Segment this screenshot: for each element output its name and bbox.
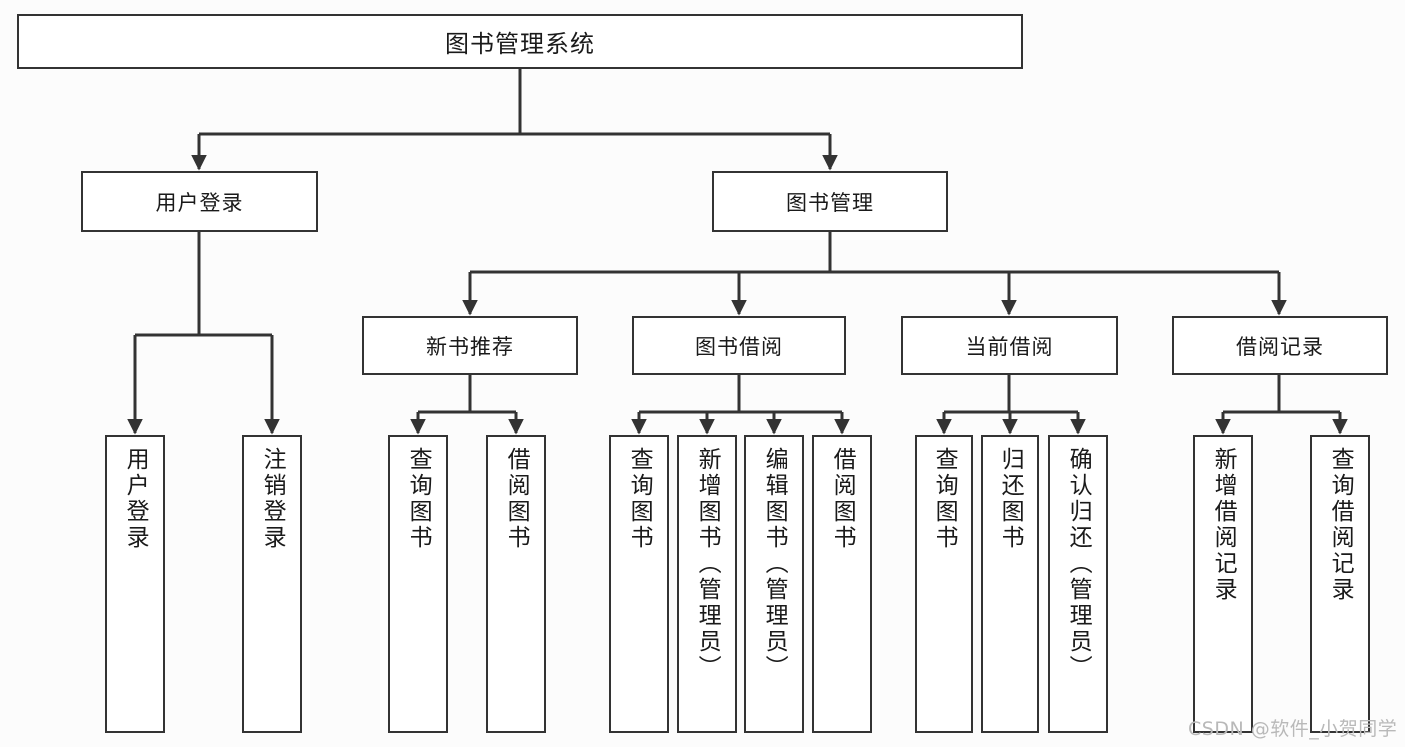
node-label: 用户登录: [155, 190, 244, 215]
node-leaf-3[interactable]: 借阅图书: [486, 435, 546, 733]
node-leaf-9[interactable]: 归还图书: [981, 435, 1039, 733]
node-label: 查询图书: [405, 447, 432, 551]
node-leaf-0[interactable]: 用户登录: [105, 435, 165, 733]
node-level1-0[interactable]: 用户登录: [81, 171, 318, 232]
node-leaf-12[interactable]: 查询借阅记录: [1310, 435, 1370, 733]
node-leaf-2[interactable]: 查询图书: [388, 435, 448, 733]
node-label: 注销登录: [259, 447, 286, 551]
node-label: 查询借阅记录: [1327, 447, 1354, 603]
node-label: 查询图书: [626, 447, 653, 551]
node-label: 当前借阅: [965, 334, 1054, 359]
node-leaf-10[interactable]: 确认归还（管理员）: [1048, 435, 1108, 733]
node-label: 图书管理: [786, 190, 874, 215]
csdn-watermark: CSDN @软件_小贺同学: [1188, 718, 1398, 740]
node-label: 图书管理系统: [445, 30, 595, 58]
node-level1-1[interactable]: 图书管理: [712, 171, 948, 232]
node-leaf-7[interactable]: 借阅图书: [812, 435, 872, 733]
node-level2-3[interactable]: 借阅记录: [1172, 316, 1388, 375]
node-level2-2[interactable]: 当前借阅: [901, 316, 1118, 375]
node-leaf-8[interactable]: 查询图书: [915, 435, 973, 733]
node-leaf-6[interactable]: 编辑图书（管理员）: [744, 435, 804, 733]
node-label: 新书推荐: [426, 334, 514, 359]
node-label: 确认归还（管理员）: [1065, 447, 1092, 681]
node-root[interactable]: 图书管理系统: [17, 14, 1023, 69]
node-label: 借阅图书: [503, 447, 530, 551]
node-level2-1[interactable]: 图书借阅: [632, 316, 846, 375]
node-label: 新增借阅记录: [1210, 447, 1237, 603]
node-label: 归还图书: [997, 447, 1024, 551]
node-label: 图书借阅: [695, 334, 783, 359]
node-label: 借阅图书: [829, 447, 856, 551]
node-leaf-4[interactable]: 查询图书: [609, 435, 669, 733]
node-level2-0[interactable]: 新书推荐: [362, 316, 578, 375]
node-label: 编辑图书（管理员）: [761, 447, 788, 681]
node-leaf-11[interactable]: 新增借阅记录: [1193, 435, 1253, 733]
node-label: 借阅记录: [1236, 334, 1324, 359]
node-label: 用户登录: [122, 447, 149, 551]
node-leaf-5[interactable]: 新增图书（管理员）: [677, 435, 737, 733]
node-leaf-1[interactable]: 注销登录: [242, 435, 302, 733]
node-label: 新增图书（管理员）: [694, 447, 721, 681]
node-label: 查询图书: [931, 447, 958, 551]
